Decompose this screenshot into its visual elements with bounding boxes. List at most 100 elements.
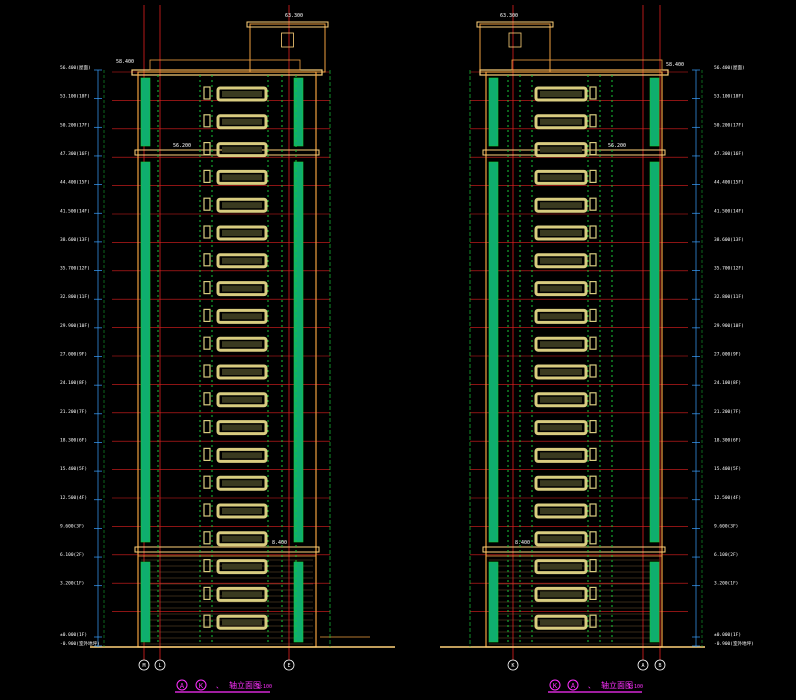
small-window [203,420,211,434]
title-axis-circle [176,679,188,691]
left-elevation-title: A K 、 轴立面图 1:100 [175,679,272,693]
balcony-glass [540,257,582,264]
right-bottom-axis-bubbles: K A B [507,659,666,671]
left-top-level: 58.400 [116,59,134,65]
balcony [534,392,588,408]
balcony-glass [222,91,262,97]
small-window [589,169,597,183]
level-label: -0.900(室外地坪) [714,640,754,647]
small-window [203,86,211,100]
small-window [203,225,211,239]
title-separator: 、 [588,682,595,690]
penthouse-window [508,32,522,48]
axis-bubble-label: E [287,663,290,669]
small-window [203,364,211,378]
small-window [203,336,211,350]
level-label: 3.200(1F) [714,581,738,587]
balcony-glass [222,563,262,570]
balcony [216,392,268,408]
level-label: 6.100(2F) [714,552,738,558]
balcony-glass [540,174,582,181]
balcony [534,559,588,575]
side-window-strip [488,77,499,147]
small-window [203,614,211,628]
balcony-glass [540,591,582,598]
balcony [216,281,268,297]
left-mid-level: 56.200 [173,143,191,149]
balcony-glass [222,508,262,514]
balcony-glass [540,341,582,348]
axis-bubble-label: L [158,663,161,669]
side-window-strip [293,561,304,643]
balcony-glass [540,146,582,153]
level-label: 15.400(5F) [714,466,741,472]
title-axis-circle [195,679,207,691]
side-window-strip [488,161,499,543]
level-label: 9.600(3F) [60,523,84,529]
balcony-glass [540,91,582,97]
balcony [216,86,268,102]
title-scale: 1:100 [628,684,643,690]
penthouse-cornice [246,21,329,28]
level-label: 15.400(5F) [60,466,87,472]
side-window-strip [293,77,304,147]
balcony [216,614,268,630]
balcony [534,586,588,602]
level-label: 12.500(4F) [714,495,741,501]
level-label: 41.500(14F) [714,208,744,214]
right-elevation-title: K A 、 轴立面图 1:100 [548,679,643,693]
balcony-glass [540,285,582,292]
small-window [589,586,597,601]
axis-bubble-label: B [658,663,661,669]
belt-course [134,546,320,553]
balcony-glass [222,257,262,264]
axis-bubble-label: K [511,663,514,669]
balcony [216,225,268,241]
balcony-glass [222,230,262,236]
level-label: 27.000(9F) [714,352,741,358]
title-axis-a: A [180,682,185,690]
balcony [216,197,268,213]
small-window [203,169,211,183]
side-window-strip [293,161,304,543]
balcony-glass [222,369,262,375]
small-window [589,197,597,211]
title-separator: 、 [216,682,223,690]
small-window [589,475,597,489]
balcony [216,531,268,547]
balcony [534,364,588,380]
balcony [534,225,588,241]
level-label: 32.800(11F) [714,294,744,300]
level-label: 41.500(14F) [60,208,90,214]
balcony-glass [540,480,582,487]
balcony-glass [222,202,262,209]
level-label: 44.400(15F) [60,180,90,186]
roof-railing [149,59,301,71]
title-axis-a: A [571,682,576,690]
small-window [203,503,211,517]
small-window [589,614,597,628]
balcony [216,559,268,575]
balcony [216,447,268,463]
side-window-strip [649,561,660,643]
small-window [589,531,597,545]
level-label: 21.200(7F) [714,409,741,415]
small-window [589,114,597,128]
left-roof-level: 63.300 [285,13,303,19]
balcony [534,281,588,297]
level-label: 3.200(1F) [60,581,84,587]
balcony-glass [540,563,582,570]
level-label: ±0.000(1F) [60,632,87,638]
small-window [203,447,211,461]
balcony [216,142,268,158]
small-window [203,114,211,128]
balcony-glass [540,202,582,209]
balcony [534,503,588,519]
level-label: 56.400(屋面) [714,65,745,71]
small-window [589,225,597,239]
axis-bubble-label: A [641,663,644,669]
balcony [534,253,588,269]
level-label: 47.300(16F) [60,151,90,157]
level-label: 53.100(18F) [714,94,744,100]
level-label: 50.200(17F) [60,122,90,128]
